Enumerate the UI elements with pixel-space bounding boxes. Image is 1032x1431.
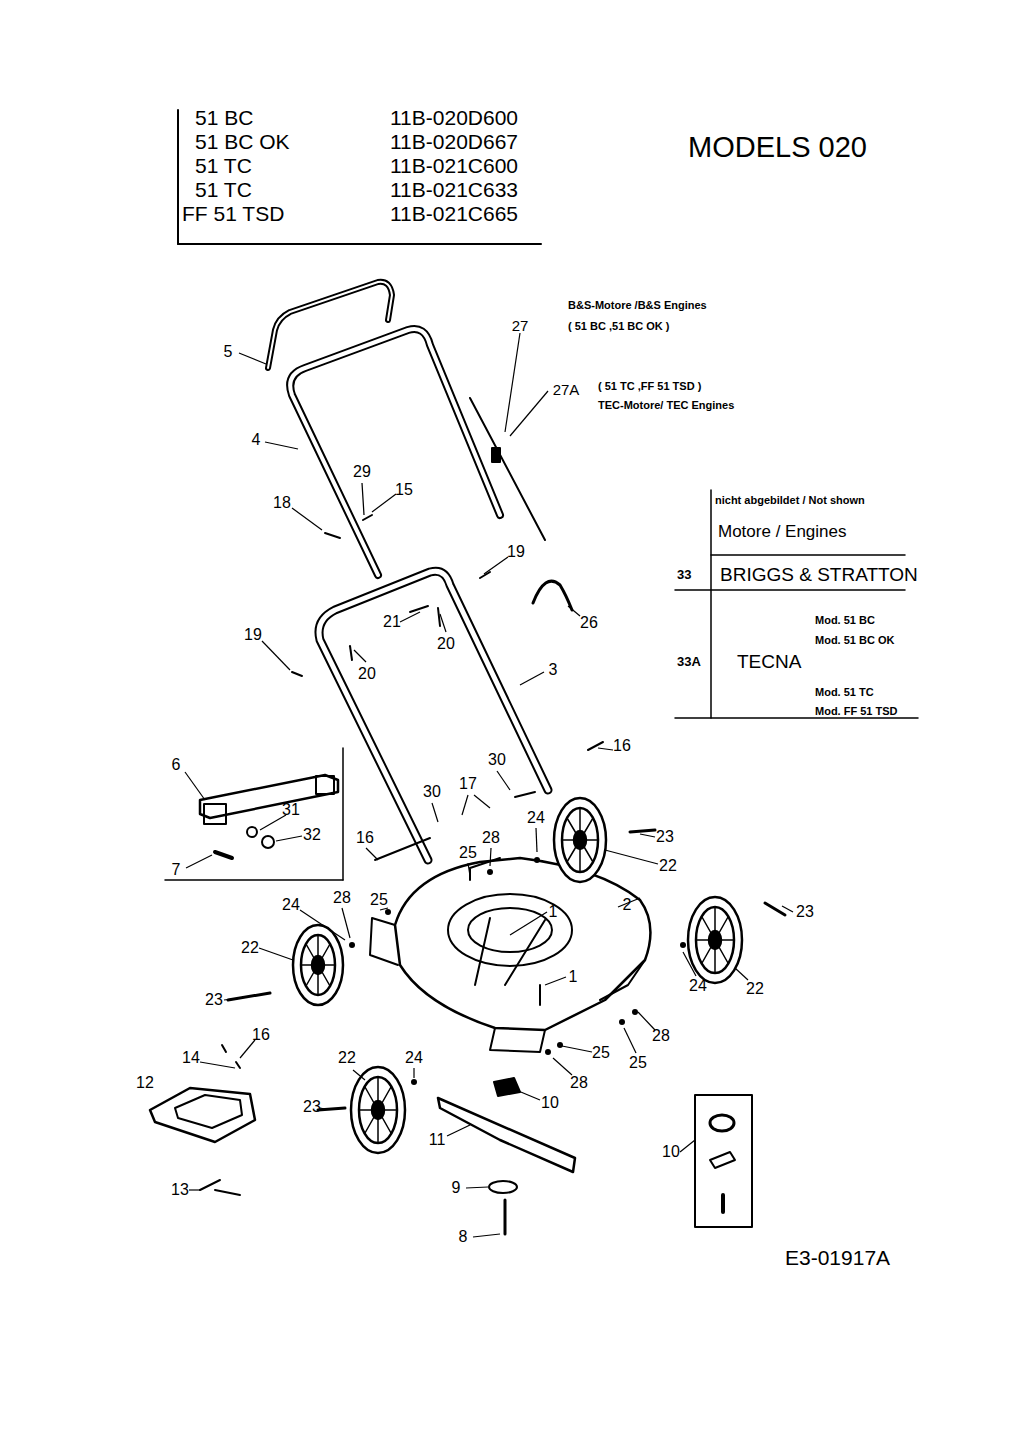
callout-number: 26 xyxy=(580,614,598,632)
callout-number: 23 xyxy=(205,991,223,1009)
callout-number: 10 xyxy=(541,1094,559,1112)
callout-number: 24 xyxy=(282,896,300,914)
engine-note: B&S-Motore /B&S Engines xyxy=(568,299,707,311)
callout-number: 24 xyxy=(405,1049,423,1067)
table-cell: 11B-021C665 xyxy=(390,202,518,225)
callout-number: 1 xyxy=(549,903,558,921)
callout-number: 31 xyxy=(282,801,300,819)
table-cell: nicht abgebildet / Not shown xyxy=(715,494,865,506)
callout-number: 25 xyxy=(459,844,477,862)
callout-number: 23 xyxy=(303,1098,321,1116)
callout-number: 25 xyxy=(370,891,388,909)
table-cell: 11B-021C633 xyxy=(390,178,518,201)
page-title: MODELS 020 xyxy=(688,132,867,164)
callout-number: 32 xyxy=(303,826,321,844)
callout-number: 8 xyxy=(459,1228,468,1246)
table-cell: 51 TC xyxy=(195,154,252,177)
table-cell: 33 xyxy=(677,568,691,582)
table-cell: 33A xyxy=(677,655,701,669)
callout-number: 17 xyxy=(459,775,477,793)
callout-number: 22 xyxy=(241,939,259,957)
callout-number: 21 xyxy=(383,613,401,631)
table-cell: Mod. 51 TC xyxy=(815,686,874,698)
callout-number: 24 xyxy=(527,809,545,827)
callout-number: 16 xyxy=(252,1026,270,1044)
callout-number: 30 xyxy=(423,783,441,801)
callout-number: 5 xyxy=(224,343,233,361)
table-cell: Mod. 51 BC OK xyxy=(815,634,894,646)
table-cell: 11B-020D667 xyxy=(390,130,518,153)
engine-note: TEC-Motore/ TEC Engines xyxy=(598,399,734,411)
callout-number: 22 xyxy=(659,857,677,875)
table-cell: Motore / Engines xyxy=(718,523,847,542)
table-cell: 11B-021C600 xyxy=(390,154,518,177)
callout-number: 22 xyxy=(338,1049,356,1067)
callout-number: 25 xyxy=(629,1054,647,1072)
callout-number: 27 xyxy=(512,318,529,335)
callout-number: 15 xyxy=(395,481,413,499)
callout-number: 28 xyxy=(570,1074,588,1092)
callout-number: 16 xyxy=(356,829,374,847)
callout-number: 20 xyxy=(437,635,455,653)
callout-number: 19 xyxy=(507,543,525,561)
table-cell: 51 BC xyxy=(195,106,253,129)
callout-number: 7 xyxy=(172,861,181,879)
engine-note: ( 51 TC ,FF 51 TSD ) xyxy=(598,380,701,392)
callout-number: 23 xyxy=(796,903,814,921)
callout-number: 20 xyxy=(358,665,376,683)
callout-number: 28 xyxy=(652,1027,670,1045)
callout-number: 11 xyxy=(429,1131,446,1149)
callout-number: 23 xyxy=(656,828,674,846)
callout-number: 29 xyxy=(353,463,371,481)
callout-number: 12 xyxy=(136,1074,154,1092)
callout-number: 10 xyxy=(662,1143,680,1161)
callout-number: 2 xyxy=(623,896,632,914)
table-cell: Mod. 51 BC xyxy=(815,614,875,626)
table-cell: 51 TC xyxy=(195,178,252,201)
callout-number: 9 xyxy=(452,1179,461,1197)
drawing-number: E3-01917A xyxy=(785,1246,890,1269)
callout-number: 24 xyxy=(689,977,707,995)
table-cell: 11B-020D600 xyxy=(390,106,518,129)
callout-number: 13 xyxy=(171,1181,189,1199)
callout-number: 27A xyxy=(553,382,580,399)
callout-number: 30 xyxy=(488,751,506,769)
callout-number: 28 xyxy=(333,889,351,907)
engine-note: ( 51 BC ,51 BC OK ) xyxy=(568,320,669,332)
table-cell: BRIGGS & STRATTON xyxy=(720,565,918,586)
callout-number: 4 xyxy=(252,431,261,449)
table-cell: TECNA xyxy=(737,652,801,673)
table-cell: Mod. FF 51 TSD xyxy=(815,705,898,717)
callout-number: 19 xyxy=(244,626,262,644)
callout-number: 1 xyxy=(569,968,578,986)
callout-number: 6 xyxy=(172,756,181,774)
callout-number: 18 xyxy=(273,494,291,512)
callout-number: 14 xyxy=(182,1049,200,1067)
table-cell: FF 51 TSD xyxy=(182,202,284,225)
callout-number: 25 xyxy=(592,1044,610,1062)
callout-number: 16 xyxy=(613,737,631,755)
callout-number: 22 xyxy=(746,980,764,998)
table-cell: 51 BC OK xyxy=(195,130,290,153)
callout-number: 3 xyxy=(549,661,558,679)
callout-number: 28 xyxy=(482,829,500,847)
